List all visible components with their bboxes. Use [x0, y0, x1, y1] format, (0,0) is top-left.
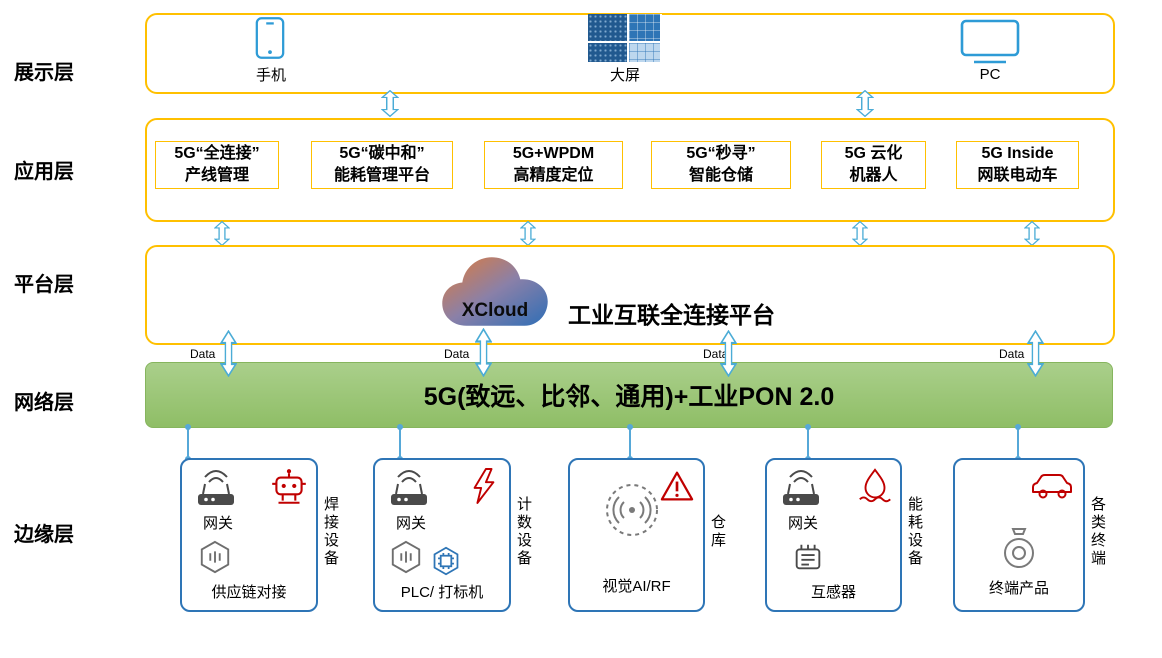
connector-line	[1014, 424, 1022, 462]
layer-label-edge: 边缘层	[14, 524, 74, 546]
app-box-connected-ev: 5G Inside 网联电动车	[956, 141, 1079, 189]
energy-wave-icon	[856, 466, 894, 506]
car-icon	[1029, 470, 1075, 500]
gateway-router-icon	[192, 468, 240, 510]
double-arrow-icon	[1027, 330, 1044, 377]
gateway-router-icon	[777, 468, 825, 510]
layer-label-platform: 平台层	[14, 274, 74, 296]
edge-box-supply-chain: 网关 供应链对接	[180, 458, 318, 612]
edge-box-label: 终端产品	[988, 580, 1049, 597]
big-screen-label: 大屏	[609, 67, 640, 84]
double-arrow-icon	[856, 90, 874, 117]
network-title: 5G(致远、比邻、通用)+工业PON 2.0	[423, 383, 835, 411]
terminal-device-icon	[997, 524, 1041, 572]
lightning-icon	[467, 466, 501, 506]
double-arrow-icon	[1024, 221, 1040, 246]
app-box-line1: 5G“秒寻”	[686, 145, 756, 163]
app-box-line1: 5G“碳中和”	[339, 145, 425, 163]
side-label-terminals: 各类终端	[1089, 496, 1106, 568]
app-box-line1: 5G 云化	[844, 145, 903, 163]
app-box-line1: 5G“全连接”	[174, 145, 260, 163]
side-label-energy-equipment: 能耗设备	[906, 496, 923, 568]
edge-box-label: 供应链对接	[211, 584, 287, 601]
data-label: Data	[999, 347, 1025, 361]
big-screen-cell	[629, 14, 660, 41]
app-box-line2: 产线管理	[184, 167, 249, 184]
connector-line	[396, 424, 404, 462]
connector-line	[184, 424, 192, 462]
robot-icon	[268, 466, 310, 508]
gateway-label: 网关	[202, 515, 233, 532]
double-arrow-icon	[220, 330, 237, 377]
double-arrow-icon	[214, 221, 230, 246]
hexagon-chain-icon	[198, 540, 232, 574]
app-box-line2: 高精度定位	[513, 167, 594, 184]
network-layer-bar: 5G(致远、比邻、通用)+工业PON 2.0	[145, 362, 1113, 428]
big-screen-icon	[588, 14, 662, 62]
gateway-label: 网关	[787, 515, 818, 532]
double-arrow-icon	[381, 90, 399, 117]
data-label: Data	[703, 347, 729, 361]
xcloud-cloud-icon: XCloud	[437, 250, 553, 334]
app-box-line2: 能耗管理平台	[333, 167, 430, 184]
radar-vision-icon	[604, 482, 660, 538]
phone-icon	[254, 15, 286, 61]
big-screen-cell	[588, 43, 627, 62]
transformer-device-icon	[791, 540, 825, 574]
double-arrow-icon	[720, 330, 737, 377]
edge-box-vision-ai: 视觉AI/RF	[568, 458, 705, 612]
side-label-welding-equipment: 焊接设备	[322, 496, 339, 568]
data-label: Data	[444, 347, 470, 361]
app-box-carbon-neutral: 5G“碳中和” 能耗管理平台	[311, 141, 453, 189]
edge-box-label: 视觉AI/RF	[602, 578, 671, 595]
edge-box-plc-marking: 网关 PLC/ 打标机	[373, 458, 511, 612]
warning-triangle-icon	[659, 470, 695, 502]
edge-box-label: PLC/ 打标机	[400, 584, 484, 601]
app-box-line1: 5G+WPDM	[512, 145, 595, 163]
app-box-production-line: 5G“全连接” 产线管理	[155, 141, 279, 189]
xcloud-label: XCloud	[461, 300, 529, 321]
gateway-label: 网关	[395, 515, 426, 532]
pc-monitor-icon	[958, 18, 1022, 64]
layer-label-presentation: 展示层	[14, 62, 74, 84]
edge-box-transformer: 网关 互感器	[765, 458, 902, 612]
app-box-smart-warehouse: 5G“秒寻” 智能仓储	[651, 141, 791, 189]
edge-box-terminal-products: 终端产品	[953, 458, 1085, 612]
big-screen-cell	[629, 43, 660, 62]
platform-layer-box	[145, 245, 1115, 345]
hexagon-plc-icon	[389, 540, 423, 574]
app-box-line2: 机器人	[849, 167, 898, 184]
layer-label-application: 应用层	[14, 161, 74, 183]
connector-line	[626, 424, 634, 462]
app-box-line1: 5G Inside	[981, 145, 1054, 163]
app-box-cloud-robot: 5G 云化 机器人	[821, 141, 926, 189]
connector-line	[804, 424, 812, 462]
gateway-router-icon	[385, 468, 433, 510]
app-box-line2: 智能仓储	[688, 167, 753, 184]
big-screen-cell	[588, 14, 627, 41]
phone-label: 手机	[255, 67, 286, 84]
application-layer-box	[145, 118, 1115, 222]
double-arrow-icon	[520, 221, 536, 246]
data-label: Data	[190, 347, 216, 361]
platform-title: 工业互联全连接平台	[568, 302, 775, 328]
side-label-counting-equipment: 计数设备	[515, 496, 532, 568]
hexagon-chip-icon	[431, 546, 461, 576]
double-arrow-icon	[475, 328, 492, 377]
layer-label-network: 网络层	[14, 392, 74, 414]
app-box-wpdm-positioning: 5G+WPDM 高精度定位	[484, 141, 623, 189]
double-arrow-icon	[852, 221, 868, 246]
pc-label: PC	[979, 66, 1001, 83]
app-box-line2: 网联电动车	[977, 167, 1058, 184]
edge-box-label: 互感器	[810, 584, 856, 601]
side-label-warehouse: 仓库	[709, 514, 726, 550]
